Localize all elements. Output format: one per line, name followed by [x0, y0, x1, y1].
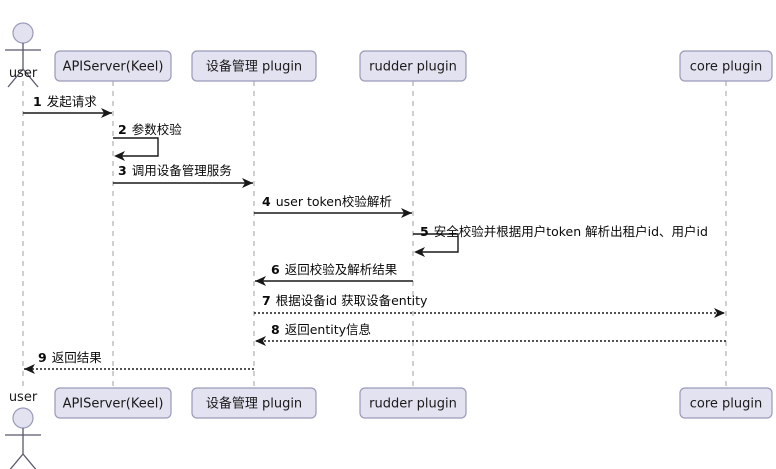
participant-label-rudder: rudder plugin	[369, 397, 457, 412]
message-label-4: 4 user token校验解析	[262, 194, 392, 209]
message-text-4: user token校验解析	[276, 194, 392, 209]
arrowhead	[414, 247, 425, 257]
message-seq-3: 3	[118, 163, 127, 178]
message-1: 1 发起请求	[23, 94, 112, 118]
participant-box-api[interactable]	[54, 50, 172, 82]
message-8: 8 返回entity信息	[255, 322, 726, 346]
self-message-path-5	[413, 233, 459, 253]
participant-api-top[interactable]: APIServer(Keel)	[54, 50, 172, 82]
participant-label-device: 设备管理 plugin	[206, 396, 302, 412]
actor-label-user: user	[9, 66, 38, 81]
message-5: 5 安全校验并根据用户token 解析出租户id、用户id	[413, 224, 708, 257]
actor-leg-right	[22, 453, 37, 469]
message-text-2: 参数校验	[132, 122, 183, 137]
participant-label-core: core plugin	[690, 60, 763, 75]
actor-leg-left	[9, 453, 24, 469]
message-4: 4 user token校验解析	[254, 194, 412, 218]
message-3: 3 调用设备管理服务	[113, 163, 253, 188]
participant-label-core: core plugin	[690, 397, 763, 412]
participant-box-device[interactable]	[191, 50, 317, 82]
participants-top-layer: user APIServer(Keel) 设备管理 plugin rudder plu…	[5, 22, 773, 88]
participant-label-api: APIServer(Keel)	[63, 397, 164, 412]
actor-head-icon	[12, 22, 34, 44]
participant-core-top[interactable]: core plugin	[679, 50, 773, 82]
actor-leg-right	[22, 68, 39, 88]
self-message-path-2	[113, 137, 159, 157]
message-text-3: 调用设备管理服务	[132, 163, 232, 178]
participant-box-rudder[interactable]	[359, 387, 467, 419]
participant-rudder-bottom[interactable]: rudder plugin	[359, 387, 467, 419]
actor-user: user	[5, 22, 41, 88]
message-text-8: 返回entity信息	[285, 322, 371, 337]
participant-label-rudder: rudder plugin	[369, 60, 457, 75]
message-seq-6: 6	[271, 262, 280, 277]
message-7: 7 根据设备id 获取设备entity	[254, 293, 725, 318]
message-label-2: 2 参数校验	[118, 122, 182, 137]
actor-leg-left	[7, 68, 24, 88]
message-label-5: 5 安全校验并根据用户token 解析出租户id、用户id	[420, 224, 708, 239]
actor-head-icon	[12, 407, 34, 429]
participant-box-device[interactable]	[191, 387, 317, 419]
participant-label-api: APIServer(Keel)	[63, 60, 164, 75]
message-seq-1: 1	[33, 94, 42, 109]
message-seq-8: 8	[271, 322, 280, 337]
message-label-1: 1 发起请求	[33, 94, 97, 109]
message-label-9: 9 返回结果	[38, 350, 102, 365]
message-seq-2: 2	[118, 122, 127, 137]
participant-device-top[interactable]: 设备管理 plugin	[191, 50, 317, 82]
message-text-1: 发起请求	[47, 94, 98, 109]
message-text-6: 返回校验及解析结果	[285, 262, 398, 277]
message-text-7: 根据设备id 获取设备entity	[276, 293, 428, 308]
arrowhead	[114, 151, 125, 161]
message-9: 9 返回结果	[24, 350, 254, 374]
participant-box-api[interactable]	[54, 387, 172, 419]
participant-box-rudder[interactable]	[359, 50, 467, 82]
message-text-5: 安全校验并根据用户token 解析出租户id、用户id	[434, 224, 708, 239]
message-2: 2 参数校验	[113, 122, 182, 161]
message-seq-7: 7	[262, 293, 271, 308]
message-label-8: 8 返回entity信息	[271, 322, 371, 337]
message-text-9: 返回结果	[52, 350, 103, 365]
actor-user: user	[5, 390, 41, 469]
participant-api-bottom[interactable]: APIServer(Keel)	[54, 387, 172, 419]
message-seq-9: 9	[38, 350, 47, 365]
arrowhead	[714, 308, 725, 318]
participant-label-device: 设备管理 plugin	[206, 59, 302, 75]
message-label-3: 3 调用设备管理服务	[118, 163, 232, 178]
actor-label-user: user	[9, 390, 38, 405]
message-seq-5: 5	[420, 224, 429, 239]
messages-layer: 1 发起请求 2 参数校验 3 调用设备管理服务 4 user token校验解析 5 安全校验并…	[23, 94, 726, 374]
arrowhead	[101, 108, 112, 118]
message-seq-4: 4	[262, 194, 271, 209]
message-label-6: 6 返回校验及解析结果	[271, 262, 398, 277]
participant-device-bottom[interactable]: 设备管理 plugin	[191, 387, 317, 419]
participant-rudder-top[interactable]: rudder plugin	[359, 50, 467, 82]
arrowhead	[255, 336, 266, 346]
arrowhead	[255, 276, 266, 286]
arrowhead	[242, 178, 253, 188]
arrowhead	[24, 364, 35, 374]
participant-box-core[interactable]	[679, 387, 773, 419]
participant-box-core[interactable]	[679, 50, 773, 82]
participant-core-bottom[interactable]: core plugin	[679, 387, 773, 419]
message-label-7: 7 根据设备id 获取设备entity	[262, 293, 428, 308]
message-6: 6 返回校验及解析结果	[255, 262, 413, 286]
participants-bottom-layer: user APIServer(Keel) 设备管理 plugin rudder plu…	[5, 387, 773, 469]
arrowhead	[401, 208, 412, 218]
